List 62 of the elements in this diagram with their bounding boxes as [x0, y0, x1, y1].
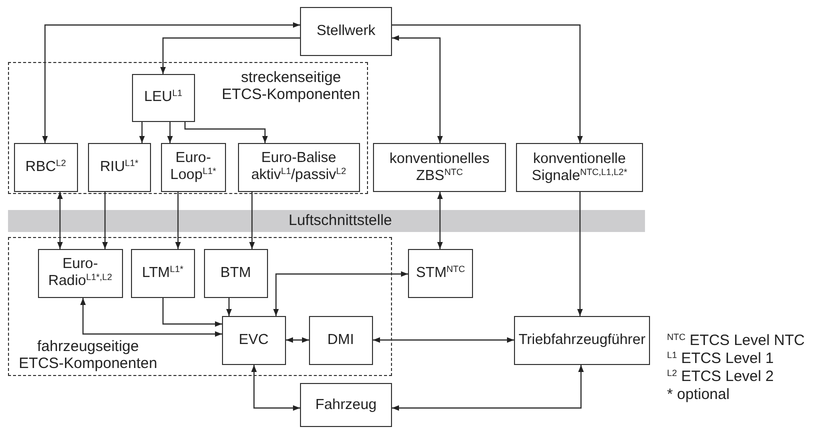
- process-box: [300, 7, 392, 56]
- node-label: Euro-Loop$^{L1*}$: [169, 150, 218, 184]
- connector-arrow: [577, 192, 583, 316]
- node-label: EVC: [238, 332, 269, 349]
- connector-arrow: [80, 298, 222, 337]
- node-label: konventionelles ZBS$^{NTC}$: [388, 150, 490, 184]
- connector-arrow: [249, 192, 255, 249]
- node-label: Fahrzeug: [315, 396, 377, 414]
- legend-entry: $^{NTC}$ ETCS Level NTC: [667, 332, 805, 350]
- process-box: [132, 74, 195, 122]
- connector-arrow: [160, 37, 300, 74]
- process-box: [238, 142, 360, 192]
- connector-arrow: [373, 337, 514, 343]
- connector-arrow: [175, 192, 181, 249]
- connector-arrow: [57, 192, 63, 249]
- process-box: [130, 248, 195, 298]
- node-label: RBC$^{L2}$: [25, 158, 66, 176]
- connector-arrow: [42, 22, 300, 143]
- node-label: RIU$^{L1*}$: [100, 158, 138, 176]
- process-box: [300, 383, 392, 427]
- node-label: LTM$^{L1*}$: [142, 264, 184, 282]
- legend-entry: $^{L1}$ ETCS Level 1: [667, 350, 774, 368]
- process-box: [408, 249, 473, 298]
- connector-arrow: [102, 192, 108, 249]
- process-box: [160, 142, 226, 192]
- process-box: [204, 248, 268, 298]
- connector-arrow: [437, 192, 443, 249]
- process-box: [308, 316, 373, 365]
- node-label: DMI: [327, 332, 354, 349]
- process-box: [38, 248, 123, 298]
- connector-arrow: [273, 271, 408, 316]
- connector-arrow: [167, 122, 173, 143]
- node-label: LEU$^{L1}$: [144, 89, 182, 106]
- node-label: Euro-Radio$^{L1*,L2}$: [47, 256, 114, 290]
- node-label: Stellwerk: [316, 23, 376, 40]
- node-label: STM$^{NTC}$: [416, 265, 466, 282]
- connector-arrow: [162, 298, 222, 327]
- node-label: BTM: [220, 264, 251, 282]
- connector-arrow: [392, 24, 583, 143]
- connector-arrow: [184, 122, 268, 143]
- dashed-group-frame: [8, 237, 392, 376]
- connector-arrow: [392, 365, 584, 411]
- connector-arrow: [139, 122, 145, 143]
- legend-entry: $^{L2}$ ETCS Level 2: [667, 368, 774, 386]
- node-label: konventionelle Signale$^{NTC,L1,L2*}$: [530, 150, 628, 184]
- process-box: [373, 143, 506, 192]
- connector-arrow: [286, 337, 309, 343]
- connector-arrow: [392, 35, 443, 143]
- connector-arrow: [251, 365, 300, 411]
- node-label: Triebfahrzeugführer: [518, 332, 646, 349]
- group-label: fahrzeugseitige ETCS-Komponenten: [18, 338, 158, 372]
- process-box: [14, 142, 78, 192]
- process-box: [222, 316, 286, 365]
- process-box: [516, 143, 643, 192]
- dashed-group-frame: [8, 62, 368, 194]
- band-label: Luftschnittstelle: [288, 212, 392, 230]
- connector-arrow: [226, 298, 232, 316]
- legend-entry: * optional: [667, 386, 730, 404]
- group-label: streckenseitige ETCS-Komponenten: [221, 69, 361, 103]
- process-box: [88, 142, 151, 192]
- process-box: [514, 316, 650, 365]
- node-label: Euro-Balise aktiv$^{L1}$/passiv$^{L2}$: [250, 150, 348, 184]
